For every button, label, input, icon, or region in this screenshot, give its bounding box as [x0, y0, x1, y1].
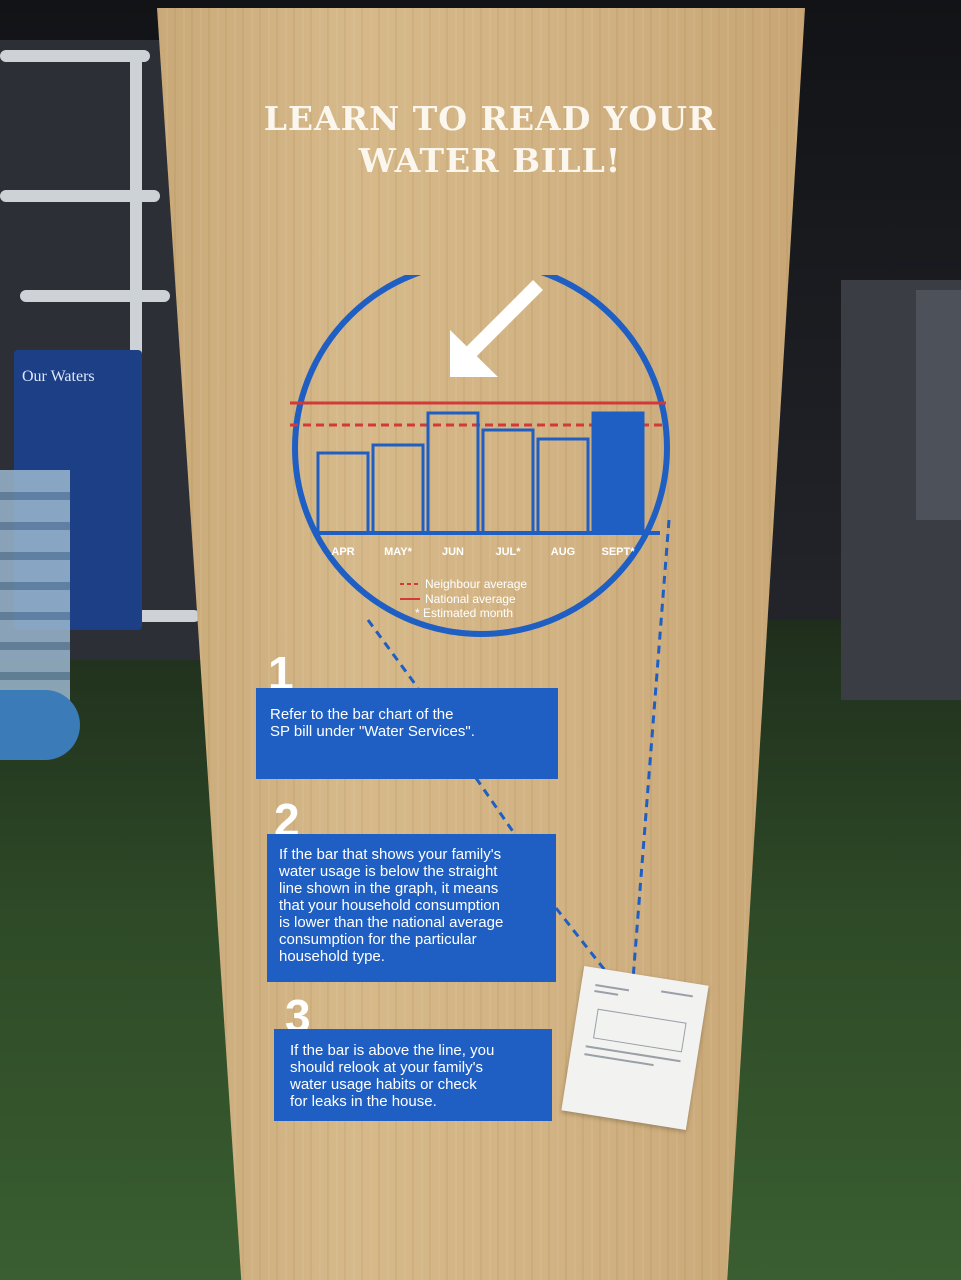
step-1-text: Refer to the bar chart of the SP bill un… — [270, 706, 475, 740]
sign-title: LEARN TO READ YOUR WATER BILL! — [230, 98, 750, 182]
title-line-1: LEARN TO READ YOUR — [263, 99, 717, 138]
pointer-arrow-icon — [450, 280, 543, 377]
x-tick-label-2: JUN — [442, 546, 464, 558]
step-3-box: If the bar is above the line, you should… — [274, 1029, 552, 1121]
step-1-box: Refer to the bar chart of the SP bill un… — [256, 688, 558, 779]
connector-step-2 — [474, 777, 518, 837]
pipe — [0, 190, 160, 202]
legend-neighbour: Neighbour average — [425, 577, 527, 591]
chart-legend: Neighbour average National average * Est… — [400, 577, 527, 620]
x-tick-label-3: JUL* — [495, 546, 521, 558]
x-tick-labels: APR MAY* JUN JUL* AUG SEPT* — [331, 546, 635, 558]
bottle-pedestal — [0, 690, 80, 760]
bar-5 — [591, 411, 645, 535]
connector-step-1 — [366, 619, 420, 689]
x-tick-label-4: AUG — [551, 546, 575, 558]
legend-estimated: * Estimated month — [415, 606, 513, 620]
x-tick-label-1: MAY* — [384, 546, 412, 558]
x-tick-label-5: SEPT* — [601, 546, 635, 558]
step-2-box: If the bar that shows your family's wate… — [267, 834, 556, 982]
water-bill-illustration — [561, 966, 709, 1130]
step-2-text: If the bar that shows your family's wate… — [279, 846, 504, 965]
background-panel-title: Our Waters — [22, 368, 95, 385]
step-3-text: If the bar is above the line, you should… — [290, 1042, 495, 1110]
pipe — [0, 50, 150, 62]
bar-chart-magnifier: APR MAY* JUN JUL* AUG SEPT* Neighbour average… — [290, 275, 670, 637]
magnifier-circle — [292, 275, 670, 637]
legend-national: National average — [425, 592, 516, 606]
right-display-panel — [916, 290, 961, 520]
connector-bill-b — [630, 519, 671, 993]
x-tick-label-0: APR — [331, 546, 354, 558]
title-line-2: WATER BILL! — [358, 141, 622, 180]
